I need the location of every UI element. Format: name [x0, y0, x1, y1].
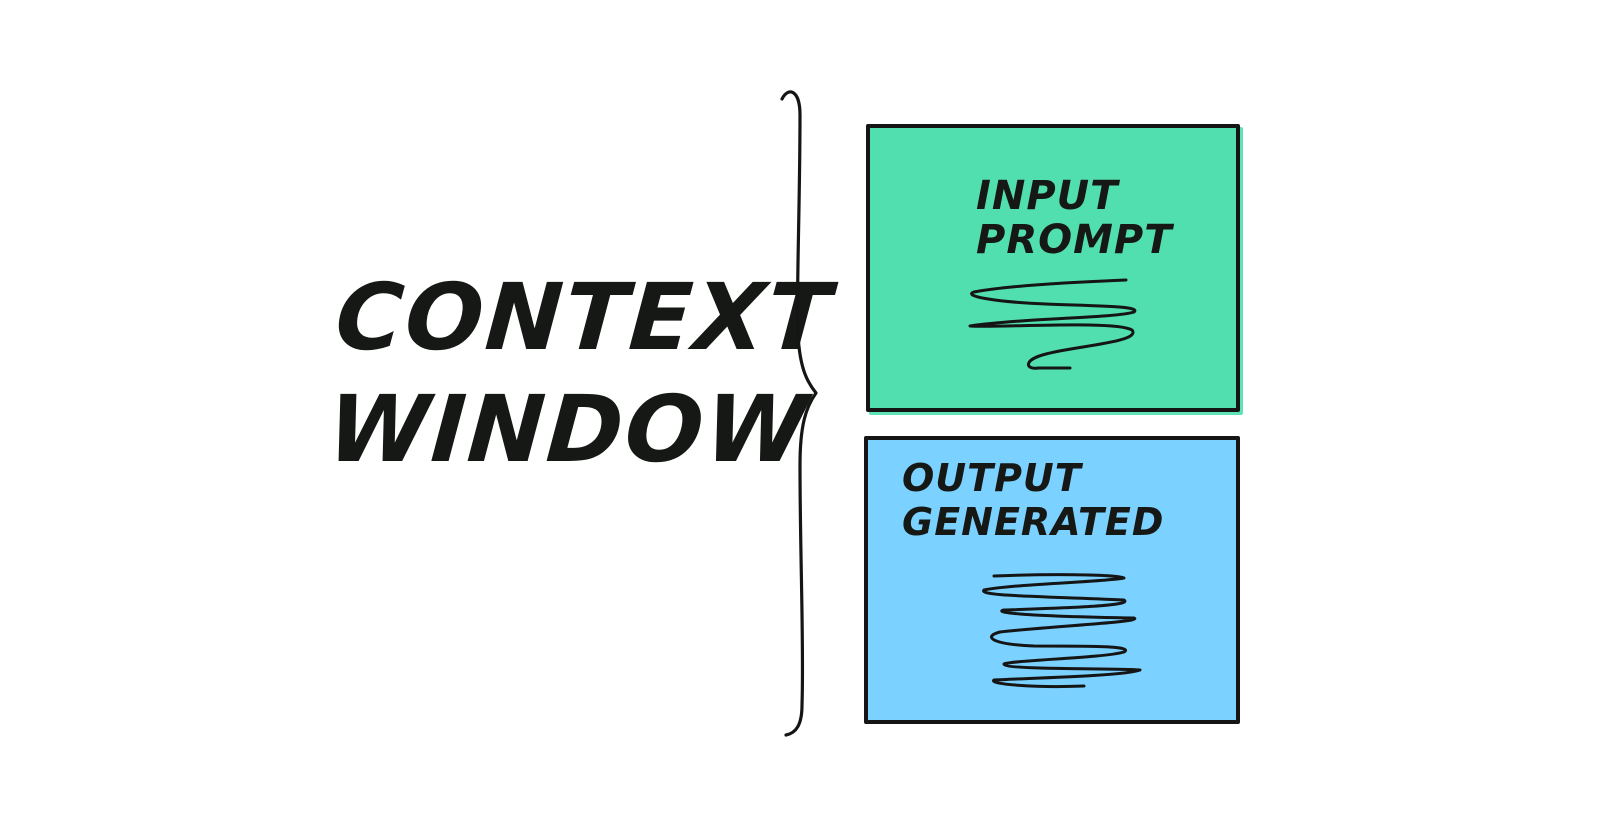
input-prompt-line-1: INPUT — [976, 173, 1119, 219]
title-line-1: CONTEXT — [332, 264, 836, 371]
title-line-2: WINDOW — [324, 376, 813, 483]
output-generated-line-1: OUTPUT — [902, 456, 1082, 500]
input-prompt-line-2: PROMPT — [976, 217, 1173, 263]
scribble-icon — [968, 278, 1137, 370]
output-generated-line-2: GENERATED — [902, 500, 1165, 544]
input-prompt-box: INPUT PROMPT — [866, 124, 1240, 412]
scribble-icon — [982, 573, 1142, 689]
input-prompt-label: INPUT PROMPT — [976, 174, 1173, 262]
context-window-title: CONTEXT WINDOW — [324, 262, 836, 486]
output-generated-label: OUTPUT GENERATED — [902, 456, 1164, 544]
curly-brace-icon — [780, 90, 818, 737]
output-generated-box: OUTPUT GENERATED — [864, 436, 1240, 724]
